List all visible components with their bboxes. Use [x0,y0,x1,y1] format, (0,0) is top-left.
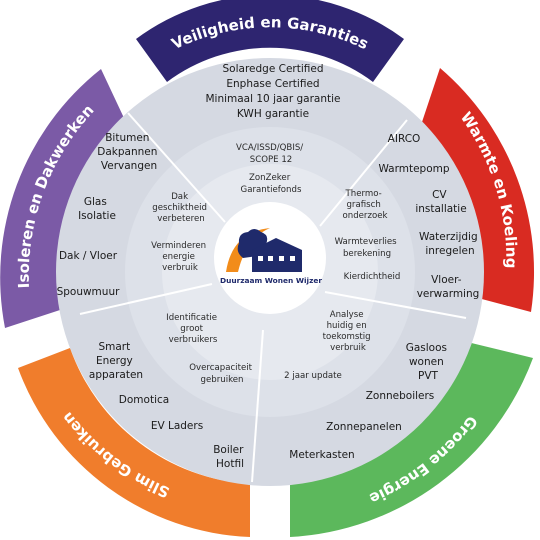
outer-item: Bitumen Dakpannen Vervangen [97,132,160,172]
outer-item: Spouwmuur [57,286,121,298]
outer-item: CV installatie [415,189,466,215]
outer-item: Dak / Vloer [59,250,118,262]
house-windows [258,256,295,261]
outer-items-upper-left: Bitumen Dakpannen Vervangen Glas Isolati… [57,132,160,298]
inner-items-left: Dak geschiktheid verbeteren Verminderen … [151,192,209,273]
outer-item: Domotica [119,394,169,406]
outer-item: EV Laders [151,420,203,432]
outer-item: Warmtepomp [378,163,449,175]
divider-upper-left [127,112,226,223]
inner-item: Dak geschiktheid verbeteren [152,192,209,224]
outer-item: KWH garantie [237,108,309,120]
outer-items-upper-right: AIRCO Warmtepomp CV installatie Waterzij… [378,133,481,300]
inner-items-bottom-left: Identificatie groot verbruikers Overcapa… [166,313,254,385]
divider-upper-right [319,119,408,227]
inner-item: Warmteverlies berekening [335,237,400,259]
banner-lower-left-band [18,348,250,537]
house-logo: Duurzaam Wonen Wijzer [220,228,322,285]
inner-item: Thermo- grafisch onderzoek [342,189,387,221]
inner-items-top: VCA/ISSD/QBIS/ SCOPE 12 ZonZeker Garanti… [236,143,306,195]
inner-item: Overcapaciteit gebruiken [189,363,254,385]
banner-upper-right-band [418,68,535,312]
outer-item: Solaredge Certified [223,63,324,75]
outer-item: Boiler Hotfil [213,444,247,470]
house-icon [252,238,302,272]
outer-item: Waterzijdig inregelen [419,231,481,257]
window-icon [279,256,284,261]
outer-item: Smart Energy apparaten [89,341,143,381]
logo-swoosh-icon [226,228,270,272]
inner-item: Kierdichtheid [344,272,401,282]
inner-item: ZonZeker Garantiefonds [241,173,302,195]
inner-item: VCA/ISSD/QBIS/ SCOPE 12 [236,143,306,165]
outer-item: Gasloos wonen PVT [406,342,451,382]
banner-upper-left-band [0,69,125,328]
outer-item: Enphase Certified [226,78,319,90]
window-icon [290,256,295,261]
sector-dividers [79,112,467,483]
outer-item: AIRCO [388,133,421,145]
banner-top-band [136,0,404,82]
outer-item: Zonnepanelen [326,421,402,433]
inner-item: Identificatie groot verbruikers [166,313,220,345]
divider-right [324,291,467,319]
outer-items-lower-right: Gasloos wonen PVT Zonneboilers Zonnepane… [289,342,451,461]
divider-bottom [251,329,264,483]
outer-item: Meterkasten [289,449,354,461]
outer-items-lower-left: Smart Energy apparaten Domotica EV Lader… [89,341,247,470]
window-icon [268,256,273,261]
outer-item: Glas Isolatie [78,196,116,222]
divider-left [79,283,213,315]
inner-item: Verminderen energie verbruik [151,241,209,273]
outer-item: Minimaal 10 jaar garantie [205,93,340,105]
inner-item: Analyse huidig en toekomstig verbruik [323,310,374,353]
window-icon [258,256,263,261]
outer-item: Zonneboilers [366,390,435,402]
outer-items-top: Solaredge Certified Enphase Certified Mi… [205,63,340,120]
inner-item: 2 jaar update [284,371,342,381]
banner-lower-right-band [290,340,533,537]
inner-items-right: Thermo- grafisch onderzoek Warmteverlies… [335,189,401,282]
logo-text: Duurzaam Wonen Wijzer [220,276,322,285]
outer-item: Vloer- verwarming [417,274,480,300]
inner-items-bottom-right: Analyse huidig en toekomstig verbruik 2 … [284,310,374,381]
